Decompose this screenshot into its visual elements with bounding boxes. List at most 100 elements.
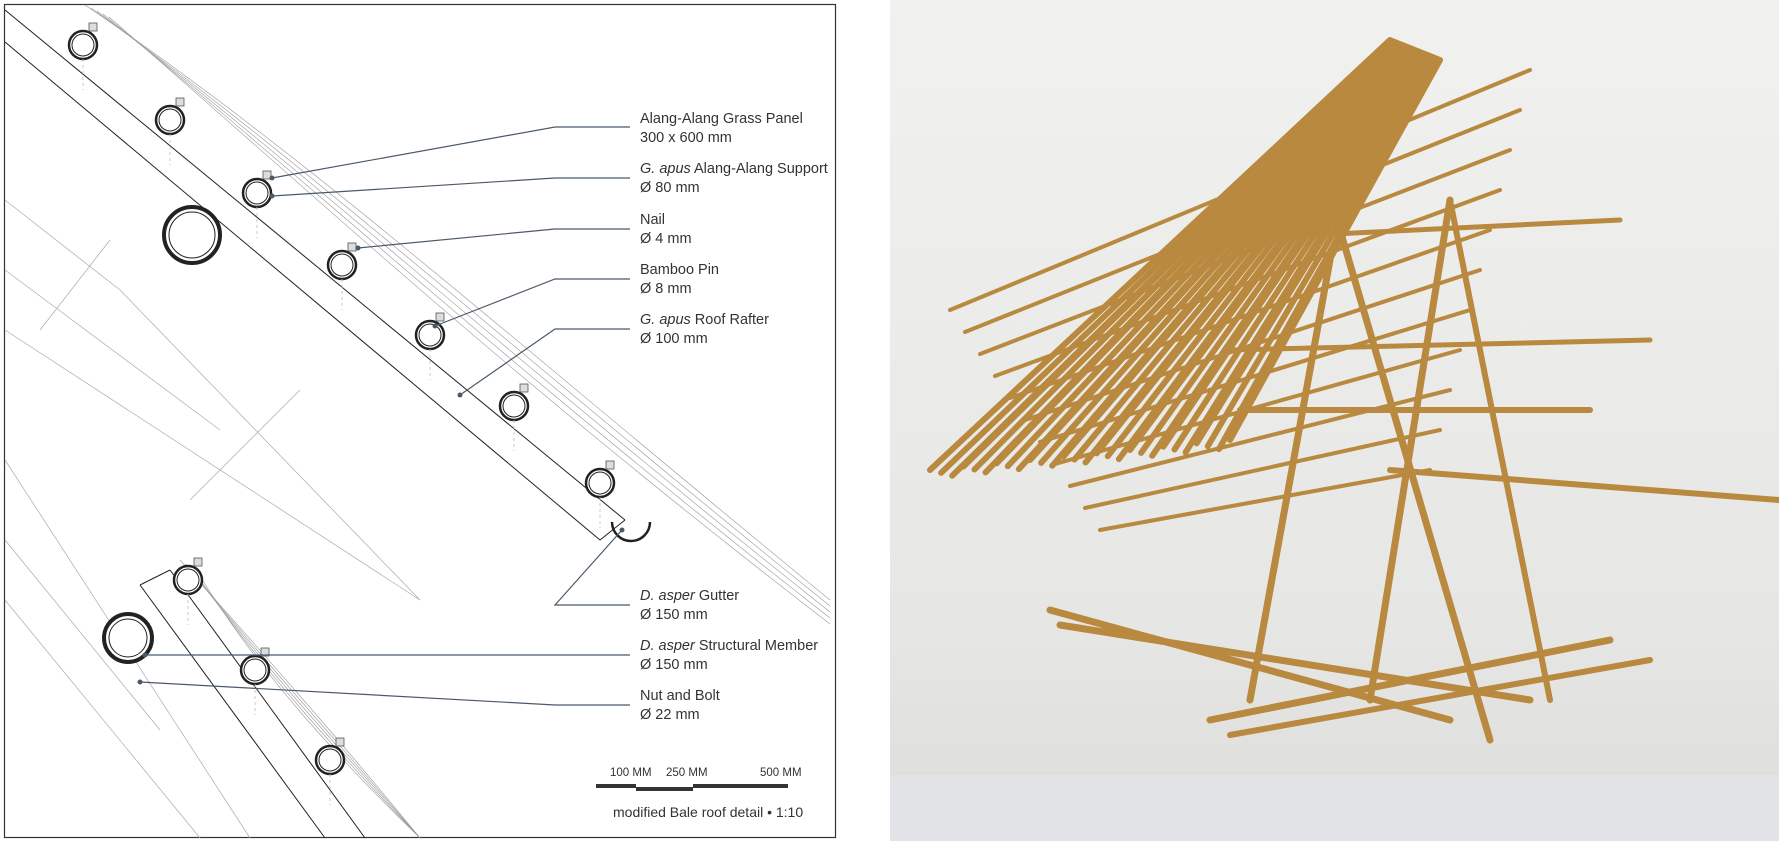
drawing-frame bbox=[3, 3, 837, 839]
roof-batten-stick bbox=[1038, 308, 1472, 444]
roof-rafter-stick bbox=[1160, 52, 1432, 450]
base-stick bbox=[1056, 621, 1534, 704]
roof-batten-stick bbox=[1008, 228, 1492, 400]
support-batten-circle bbox=[154, 104, 186, 136]
thatch-line bbox=[96, 10, 831, 613]
nail-head bbox=[88, 22, 98, 32]
nail-head bbox=[519, 383, 529, 393]
rafter-top-edge bbox=[4, 9, 626, 521]
roof-rafter-stick bbox=[1004, 42, 1406, 470]
structural-member-inner bbox=[168, 211, 216, 259]
roof-rafter-stick bbox=[1104, 48, 1423, 460]
roof-rafter-stick bbox=[1071, 46, 1418, 463]
scale-bar bbox=[596, 784, 788, 791]
leader-dot bbox=[269, 175, 275, 181]
support-batten-circle bbox=[414, 319, 446, 351]
roof-rafter-stick bbox=[960, 39, 1399, 470]
thatch-line bbox=[84, 4, 831, 601]
roof-rafter-stick bbox=[1127, 50, 1427, 453]
leader-line bbox=[553, 529, 630, 606]
support-batten-circle bbox=[172, 564, 204, 596]
support-batten-inner bbox=[330, 253, 354, 277]
support-batten-circle bbox=[498, 390, 530, 422]
support-batten-circle bbox=[326, 249, 358, 281]
drawing-caption: modified Bale roof detail • 1:10 bbox=[613, 804, 804, 820]
scale-tick-500: 500 MM bbox=[760, 767, 802, 779]
leader-line bbox=[271, 177, 630, 197]
support-batten-circle bbox=[584, 467, 616, 499]
roof-batten-stick bbox=[993, 188, 1502, 378]
support-batten-inner bbox=[418, 323, 442, 347]
roof-rafter-stick bbox=[1138, 51, 1429, 456]
roof-batten-stick bbox=[948, 68, 1532, 312]
nail-head bbox=[193, 557, 203, 567]
roof-rafter-stick bbox=[1027, 43, 1410, 463]
lower-rafter-edge-1 bbox=[139, 584, 326, 839]
frame-post bbox=[1336, 226, 1494, 744]
frame-post bbox=[1447, 197, 1553, 703]
support-batten-circle bbox=[314, 744, 346, 776]
support-batten-inner bbox=[243, 658, 267, 682]
scale-seg-2 bbox=[636, 787, 693, 791]
structure-line bbox=[4, 599, 201, 839]
scale-tick-100: 100 MM bbox=[610, 767, 652, 779]
leader-dot bbox=[269, 193, 275, 199]
support-batten-inner bbox=[502, 394, 526, 418]
detail-svg bbox=[3, 3, 837, 839]
roof-rafter-stick bbox=[938, 37, 1395, 476]
roof-batten-stick bbox=[1098, 468, 1432, 532]
roof-rafter-stick bbox=[1193, 54, 1438, 447]
structure-line bbox=[119, 289, 421, 601]
structural-member-inner bbox=[108, 618, 148, 658]
lower-rafter-edge-2 bbox=[169, 569, 366, 839]
frame-post bbox=[1246, 256, 1334, 704]
leader-dot bbox=[457, 392, 463, 398]
leader-dot bbox=[432, 323, 438, 329]
support-batten-inner bbox=[588, 471, 612, 495]
scale-tick-250: 250 MM bbox=[666, 767, 708, 779]
support-batten-circle bbox=[67, 29, 99, 61]
support-batten-inner bbox=[158, 108, 182, 132]
rafter-bottom-edge bbox=[4, 41, 601, 541]
frame-beam bbox=[1227, 337, 1653, 353]
rafter-geometry bbox=[4, 4, 831, 839]
base-stick bbox=[1046, 606, 1454, 724]
support-batten-inner bbox=[318, 748, 342, 772]
scale-seg-3 bbox=[693, 784, 788, 788]
roof-rafter-stick bbox=[1093, 48, 1421, 457]
scale-seg-1 bbox=[596, 784, 636, 788]
leader-dot bbox=[142, 652, 148, 658]
roof-rafter-stick bbox=[1171, 53, 1434, 453]
gutter-arc bbox=[610, 521, 652, 543]
leader-lines bbox=[137, 126, 630, 706]
support-batten-inner bbox=[176, 568, 200, 592]
nail-head bbox=[262, 170, 272, 180]
nail-head bbox=[435, 312, 445, 322]
structure-line bbox=[189, 389, 301, 501]
bamboo-sticks bbox=[927, 37, 1779, 744]
frame-post bbox=[1366, 196, 1454, 704]
roof-batten-stick bbox=[1083, 428, 1442, 510]
photo-floor bbox=[890, 775, 1779, 841]
nail-head bbox=[335, 737, 345, 747]
leader-line bbox=[434, 278, 630, 327]
structure-line bbox=[39, 239, 111, 331]
thatch-line bbox=[90, 7, 831, 607]
structural-member-circle bbox=[102, 612, 154, 664]
roof-rafter-stick bbox=[971, 39, 1401, 473]
structure-line bbox=[4, 539, 161, 731]
base-stick bbox=[1206, 636, 1614, 724]
roof-batten-stick bbox=[1023, 268, 1482, 422]
roof-batten-stick bbox=[978, 148, 1512, 356]
roof-rafter-stick bbox=[993, 41, 1405, 467]
leader-line bbox=[459, 328, 630, 396]
structure-line bbox=[4, 329, 421, 601]
nail-head bbox=[260, 647, 270, 657]
leader-line bbox=[139, 681, 630, 706]
